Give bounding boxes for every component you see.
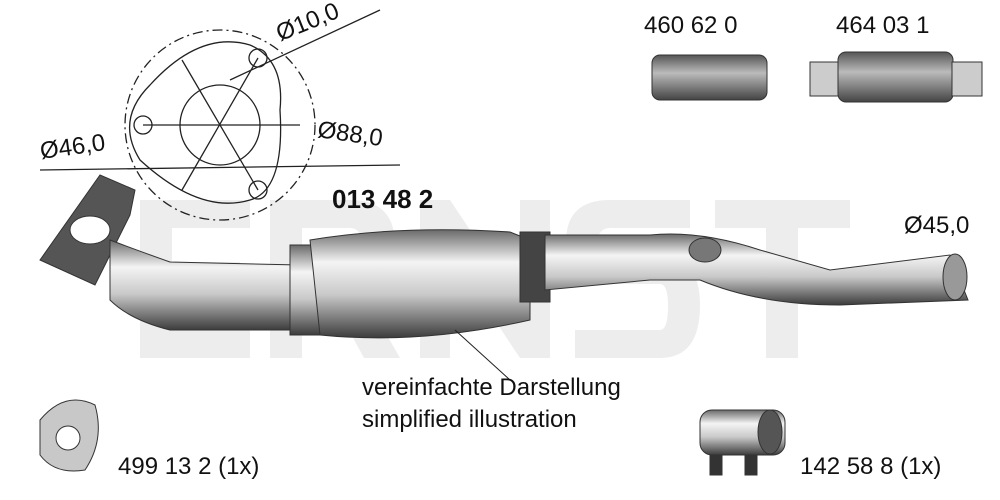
flex-pipe-2-number: 464 03 1: [836, 12, 930, 39]
flex-pipe-460620-illustration: [651, 54, 768, 101]
note-english: simplified illustration: [362, 406, 577, 433]
outlet-diameter-label: Ø45,0: [904, 212, 970, 239]
gasket-number: 499 13 2 (1x): [118, 453, 260, 480]
flex-pipe-464031-illustration: [809, 51, 983, 103]
flex-pipe-1-number: 460 62 0: [644, 12, 738, 39]
clamp-illustration: [699, 409, 786, 476]
part-number: 013 48 2: [332, 184, 434, 214]
gasket-illustration: [39, 399, 99, 472]
exhaust-pipe-illustration: [39, 174, 969, 381]
flange-drawing: [39, 9, 401, 221]
clamp-number: 142 58 8 (1x): [800, 453, 942, 480]
note-german: vereinfachte Darstellung: [362, 374, 621, 401]
